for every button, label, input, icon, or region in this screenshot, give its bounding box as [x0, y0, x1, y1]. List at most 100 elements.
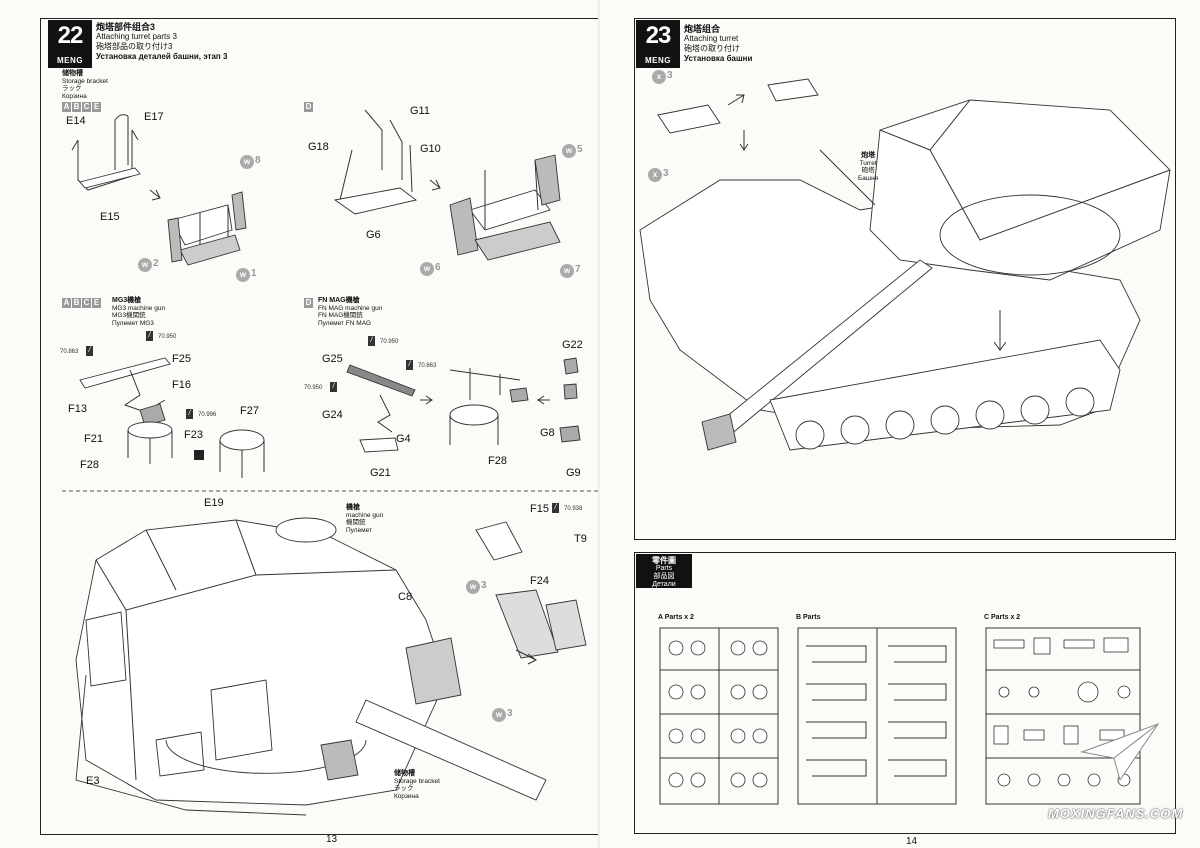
- glue-icon: /: [86, 346, 93, 356]
- sprue-c: [985, 627, 1141, 805]
- variant-e: E: [92, 102, 101, 112]
- mg3-drawing: [79, 357, 265, 478]
- part-label: T9: [574, 533, 587, 545]
- turret-callout-ja: 砲塔: [861, 167, 875, 174]
- part-label: E17: [144, 111, 164, 123]
- w-marker-number: 5: [577, 144, 583, 155]
- fnmag-drawing: [346, 357, 581, 453]
- part-label: F27: [240, 405, 259, 417]
- turret-callout: 炮塔 Turret 砲塔 Башня: [858, 152, 878, 182]
- glue-value: 70.863: [418, 363, 437, 369]
- w-marker: w: [138, 258, 152, 272]
- step-23-badge: 23 MENG: [636, 20, 680, 68]
- parts-ja: 部品図: [653, 573, 675, 580]
- storage-bracket-callout: 储物槽 Storage bracket ラック Корзина: [394, 770, 440, 800]
- bracket-abce-drawing: [71, 114, 247, 266]
- storage-bracket-ja: ラック: [62, 85, 82, 92]
- glue-icon: /: [406, 360, 413, 370]
- part-label: G24: [322, 409, 343, 421]
- section-divider: [62, 490, 598, 492]
- sb-callout-zh: 储物槽: [394, 770, 415, 777]
- mg3-en: MG3 machine gun: [112, 304, 166, 312]
- part-label: E3: [86, 775, 100, 787]
- title-ja: 砲塔の取り付け: [684, 44, 740, 53]
- sprue-c-name: C Parts: [984, 614, 1009, 621]
- turret-callout-en: Turret: [859, 159, 877, 167]
- glue-value: 70.938: [564, 506, 583, 512]
- w-marker-number: 1: [251, 268, 257, 279]
- w-marker: w: [240, 155, 254, 169]
- part-label: G6: [366, 229, 381, 241]
- parts-frame: [634, 552, 1176, 834]
- part-label: E15: [100, 211, 120, 223]
- part-label: G9: [566, 467, 581, 479]
- w-marker: w: [466, 580, 480, 594]
- variant-a: A: [62, 298, 71, 308]
- w-marker: w: [492, 708, 506, 722]
- variant-b: B: [72, 102, 81, 112]
- mg-callout-ja: 機関銃: [346, 519, 366, 526]
- storage-bracket-ru: Корзина: [62, 92, 87, 100]
- variant-badge-d-fnmag: D: [304, 298, 313, 308]
- page-number-left: 13: [326, 834, 338, 845]
- turret-drawing: [75, 517, 587, 816]
- part-label: F28: [488, 455, 507, 467]
- w-marker-number: 3: [507, 708, 513, 719]
- part-label: G11: [410, 105, 430, 117]
- sprue-a-name: A Parts: [658, 614, 683, 621]
- w-marker-number: 2: [153, 258, 159, 269]
- variant-c: C: [82, 298, 91, 308]
- sprue-a-label: A Parts x 2: [658, 612, 694, 623]
- sprue-a: [659, 627, 779, 805]
- watermark: MOXINGFANS.COM: [1048, 806, 1184, 821]
- page-number-right: 14: [906, 836, 918, 847]
- part-label: G25: [322, 353, 343, 365]
- part-label: F16: [172, 379, 191, 391]
- sprue-c-label: C Parts x 2: [984, 612, 1020, 623]
- parts-header: 零件圖 Parts 部品図 Детали: [636, 554, 692, 588]
- parts-ru: Детали: [652, 581, 676, 588]
- glue-icon: /: [186, 409, 193, 419]
- x-marker: x: [648, 168, 662, 182]
- step-23-title: 炮塔组合 Attaching turret 砲塔の取り付け Установка …: [684, 24, 752, 64]
- fnmag-header: FN MAG機槍 FN MAG machine gun FN MAG機関銃 Пу…: [318, 297, 382, 327]
- turret-callout-zh: 炮塔: [861, 152, 876, 159]
- brand-logo: MENG: [57, 56, 83, 65]
- x-marker-number: 3: [667, 70, 673, 81]
- part-label: G18: [308, 141, 329, 153]
- title-zh: 炮塔组合: [684, 24, 721, 34]
- sprue-b: [797, 627, 957, 805]
- variant-d: D: [304, 102, 313, 112]
- mg3-header: MG3機槍 MG3 machine gun MG3機関銃 Пулемет MG3: [112, 297, 165, 327]
- part-label: F15: [530, 503, 549, 515]
- mg-callout-ru: Пулемет: [346, 526, 373, 534]
- brand-logo: MENG: [645, 56, 671, 65]
- sb-callout-ja: ラック: [394, 785, 414, 792]
- variant-badges-abce-mg3: A B C E: [62, 298, 101, 308]
- storage-bracket-header: 储物槽 Storage bracket ラック Корзина: [62, 70, 108, 100]
- title-ja: 砲塔部品の取り付け3: [96, 42, 173, 51]
- w-marker: w: [560, 264, 574, 278]
- turret-callout-ru: Башня: [858, 174, 879, 182]
- fnmag-ru: Пулемет FN MAG: [318, 319, 372, 327]
- part-label: C8: [398, 591, 413, 603]
- w-marker-number: 6: [435, 262, 441, 273]
- part-label: F25: [172, 353, 191, 365]
- glue-value: 70.950: [380, 339, 399, 345]
- sprue-b-label: B Parts: [796, 612, 821, 623]
- variant-a: A: [62, 102, 71, 112]
- part-label: E19: [204, 497, 224, 509]
- part-label: G8: [540, 427, 555, 439]
- part-label: G10: [420, 143, 441, 155]
- part-label: G21: [370, 467, 391, 479]
- part-label: F23: [184, 429, 203, 441]
- step-22-badge: 22 MENG: [48, 20, 92, 68]
- part-label: F24: [530, 575, 549, 587]
- glue-icon: /: [368, 336, 375, 346]
- storage-bracket-en: Storage bracket: [62, 77, 108, 85]
- variant-c: C: [82, 102, 91, 112]
- w-marker-number: 3: [481, 580, 487, 591]
- sprue-c-count: x 2: [1010, 614, 1021, 621]
- mg3-zh: MG3機槍: [112, 297, 142, 304]
- title-ru: Установка башни: [684, 54, 753, 63]
